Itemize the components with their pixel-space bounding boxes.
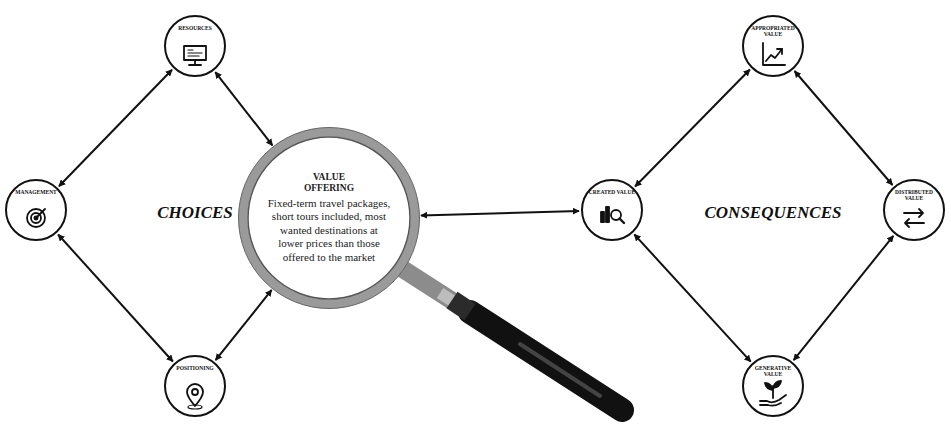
group-label: CHOICES (157, 203, 233, 223)
offering-heading: VALUE OFFERING (297, 172, 361, 194)
pin-icon (187, 384, 203, 409)
double-arrow (421, 211, 579, 215)
double-arrow (634, 234, 750, 361)
double-arrow (794, 236, 894, 360)
distributed-circle: DISTRIBUTED VALUE (883, 179, 945, 241)
hand-plant-icon (760, 381, 786, 406)
created-circle: CREATED VALUE (581, 179, 643, 241)
offering-body: Fixed-term travel packages, short tours … (267, 197, 391, 264)
resource-circle: RESOURCES (164, 15, 226, 77)
target-icon (27, 209, 45, 227)
circle-label: DISTRIBUTED VALUE (889, 189, 939, 202)
growth-chart-icon (763, 43, 785, 65)
double-arrow (215, 72, 272, 145)
magnifier-handle (470, 312, 622, 410)
double-arrow (216, 290, 272, 360)
circle-label: GENERATIVE VALUE (748, 365, 798, 378)
analysis-icon (601, 207, 624, 223)
double-arrow (635, 70, 750, 187)
circle-label: CREATED VALUE (589, 189, 635, 195)
value-offering-lens: VALUE OFFERING Fixed-term travel packages… (243, 132, 415, 304)
magnifier-lens (243, 132, 415, 304)
positioning-circle: POSITIONING (164, 355, 226, 417)
management-circle: MANAGEMENT (5, 179, 67, 241)
circle-label: RESOURCES (178, 25, 212, 31)
double-arrow (59, 70, 172, 187)
monitor-icon (184, 46, 206, 65)
circle-label: POSITIONING (176, 365, 213, 371)
group-label: CONSEQUENCES (705, 203, 842, 223)
circle-label: APPROPRIATED VALUE (748, 25, 798, 38)
double-arrow (58, 234, 173, 361)
generative-circle: GENERATIVE VALUE (742, 355, 804, 417)
appropriated-circle: APPROPRIATED VALUE (742, 15, 804, 77)
exchange-icon (904, 209, 924, 227)
circle-label: MANAGEMENT (15, 189, 57, 195)
double-arrow (795, 71, 893, 185)
